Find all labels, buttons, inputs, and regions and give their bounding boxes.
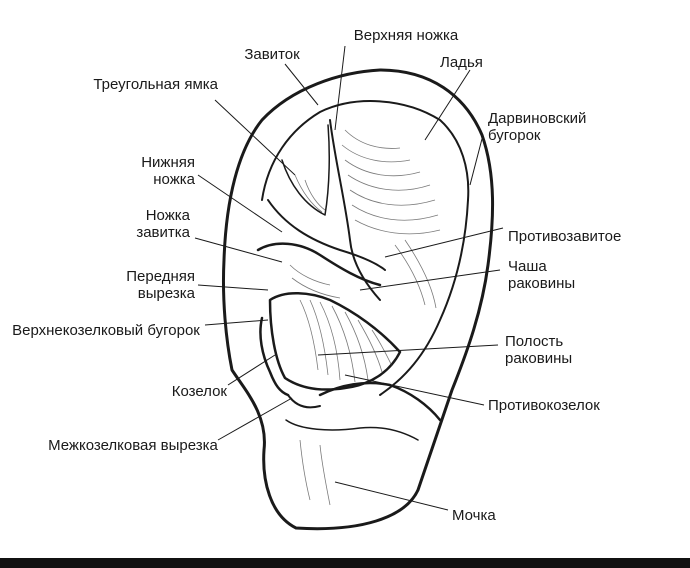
leader-tragus bbox=[227, 354, 276, 386]
label-superior-crus: Верхняя ножка bbox=[353, 27, 459, 44]
leader-cavity bbox=[317, 344, 499, 356]
label-darwin-tubercle: Дарвиновский бугорок bbox=[488, 110, 587, 144]
leader-antihelix bbox=[384, 227, 504, 258]
superior-crus bbox=[329, 119, 381, 301]
leader-cymba bbox=[359, 269, 501, 291]
label-helix: Завиток bbox=[244, 46, 300, 63]
helix-inner-fold bbox=[261, 100, 470, 201]
label-scapha: Ладья bbox=[440, 54, 483, 71]
label-antihelix: Противозавитое bbox=[508, 228, 622, 245]
label-antitragus: Противокозелок bbox=[488, 397, 600, 414]
label-lobule: Мочка bbox=[452, 507, 496, 524]
label-triangular-fossa: Треугольная ямка bbox=[93, 76, 218, 93]
helix-outline bbox=[221, 68, 495, 531]
leader-lines bbox=[194, 45, 504, 511]
leader-scapha bbox=[424, 69, 471, 141]
triangular-fossa bbox=[281, 124, 330, 216]
label-anterior-notch: Передняя вырезка bbox=[126, 268, 195, 302]
leader-lobule bbox=[334, 481, 449, 511]
antitragus-shape bbox=[318, 381, 442, 422]
intertragic-notch-shape bbox=[287, 394, 321, 409]
leader-inferior-crus bbox=[197, 174, 283, 233]
leader-helix bbox=[284, 63, 319, 106]
tragus-shape bbox=[259, 316, 290, 397]
label-tragus: Козелок bbox=[171, 383, 227, 400]
leader-triangular-fossa bbox=[214, 99, 296, 176]
bottom-bar bbox=[0, 558, 690, 568]
crus-of-helix bbox=[256, 242, 382, 287]
shading-hatch bbox=[289, 129, 441, 506]
label-cavity-of-concha: Полость раковины bbox=[505, 333, 573, 367]
label-inferior-crus: Нижняя ножка bbox=[141, 154, 195, 188]
leader-intertragic bbox=[217, 397, 293, 441]
lobule-fold bbox=[285, 419, 419, 441]
label-crus-of-helix: Ножка завитка bbox=[136, 207, 190, 241]
inferior-crus bbox=[267, 199, 386, 271]
concha-bowl bbox=[268, 292, 402, 391]
label-cymba-conchae: Чаша раковины bbox=[508, 258, 576, 292]
antihelix-outer-edge bbox=[379, 199, 469, 396]
leader-superior-crus bbox=[334, 45, 346, 131]
leader-supratragic bbox=[204, 319, 269, 326]
label-supratragic-tubercle: Верхнекозелковый бугорок bbox=[12, 322, 200, 339]
leader-antitragus bbox=[344, 374, 485, 406]
label-intertragic-notch: Межкозелковая вырезка bbox=[48, 437, 218, 454]
leader-anterior-notch bbox=[197, 284, 269, 291]
leader-crus-of-helix bbox=[194, 237, 283, 263]
leader-darwin-tubercle bbox=[469, 134, 484, 186]
